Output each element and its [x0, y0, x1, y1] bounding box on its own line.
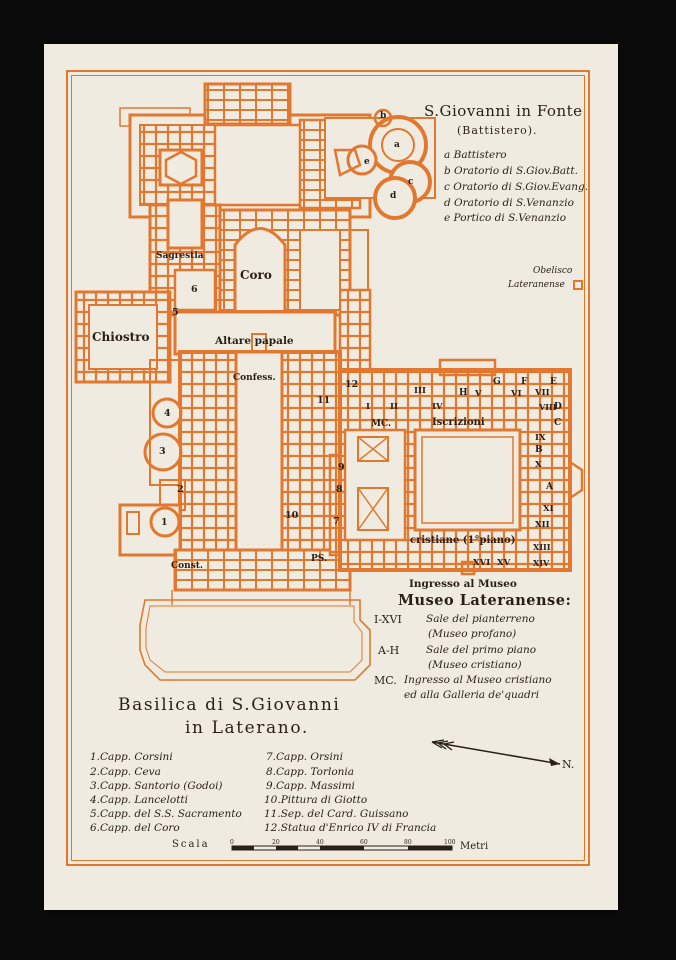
museum-text: Sale del primo piano — [426, 644, 537, 656]
scale-tick: 60 — [360, 839, 368, 846]
museum-note: ed alla Galleria de'quadri — [404, 689, 540, 701]
room-numeral: XII — [535, 520, 550, 530]
room-letter: F — [521, 377, 528, 387]
baptistery-item: d Oratorio di S.Venanzio — [444, 197, 574, 209]
baptistery-item: a Battistero — [444, 149, 507, 161]
room-numeral: I — [366, 402, 370, 412]
chapel-number: 1 — [161, 517, 168, 528]
baptistery-title: S.Giovanni in Fonte — [424, 102, 583, 120]
chapel-number: 2 — [177, 484, 184, 495]
room-ps: PS. — [311, 554, 328, 564]
chapel-list-item: 4.Capp. Lancelotti — [90, 794, 188, 806]
north-label: N. — [562, 758, 575, 771]
room-letter: H — [459, 388, 468, 398]
room-chiostro: Chiostro — [92, 330, 150, 344]
plan-letter-e: e — [364, 157, 370, 167]
room-altare: Altare papale — [215, 335, 294, 347]
room-letter: D — [554, 402, 562, 412]
room-numeral: XIV — [533, 558, 550, 568]
chapel-list-item: 1.Capp. Corsini — [90, 751, 173, 763]
room-numeral: XIII — [533, 542, 551, 552]
chapel-list-item: 10.Pittura di Giotto — [264, 794, 368, 806]
chapel-list-item: 9.Capp. Massimi — [266, 780, 355, 792]
museum-text: Sale del pianterreno — [426, 613, 535, 625]
chapel-number: 6 — [191, 284, 198, 295]
room-coro: Coro — [240, 268, 272, 282]
chapel-number: 9 — [338, 462, 345, 473]
room-mc: MC. — [371, 419, 392, 429]
room-confess: Confess. — [233, 373, 276, 383]
museum-note: (Museo cristiano) — [428, 659, 522, 671]
museum-key: I-XVI — [374, 613, 402, 626]
scale-bar — [231, 845, 453, 851]
room-numeral: VII — [535, 388, 550, 398]
baptistery-subtitle: (Battistero). — [457, 124, 538, 137]
room-numeral: VI — [511, 389, 522, 399]
chapel-list-item: 8.Capp. Torlonia — [266, 766, 355, 778]
chapel-number: 12 — [345, 379, 359, 390]
map-border-inner — [71, 75, 585, 861]
chapel-list-item: 5.Capp. del S.S. Sacramento — [90, 808, 242, 820]
chapel-number: 8 — [336, 484, 343, 495]
obelisk-label: Lateranense — [508, 280, 565, 290]
museum-note: (Museo profano) — [428, 628, 517, 640]
chapel-number: 7 — [333, 516, 340, 527]
basilica-title: in Laterano. — [185, 718, 309, 738]
map-border — [66, 70, 590, 866]
room-numeral: V — [475, 389, 482, 399]
room-numeral: VIII — [539, 402, 557, 412]
chapel-number: 5 — [172, 307, 179, 318]
scale-unit: Metri — [460, 841, 489, 852]
chapel-list-item: 2.Capp. Ceva — [90, 766, 161, 778]
room-letter: B — [535, 445, 543, 455]
scale-tick: 0 — [230, 839, 234, 846]
baptistery-item: b Oratorio di S.Giov.Batt. — [444, 165, 578, 177]
room-cristiane: cristiane (1°piano) — [410, 535, 516, 546]
room-sagrestia: Sagrestia — [156, 251, 204, 261]
chapel-number: 3 — [159, 446, 166, 457]
chapel-number: 10 — [285, 510, 299, 521]
chapel-list-item: 3.Capp. Santorio (Godoi) — [90, 780, 223, 792]
room-letter: A — [546, 482, 553, 492]
room-letter: E — [550, 377, 557, 387]
scale-tick: 100 — [444, 839, 456, 846]
chapel-list-item: 11.Sep. del Card. Guissano — [264, 808, 409, 820]
scale-tick: 40 — [316, 839, 324, 846]
chapel-list-item: 6.Capp. del Coro — [90, 822, 180, 834]
room-numeral: II — [390, 402, 398, 412]
room-numeral: XV — [497, 558, 511, 568]
room-numeral: X — [535, 460, 542, 470]
room-const: Const. — [171, 561, 204, 571]
room-numeral: XI — [543, 504, 554, 514]
scale-tick: 20 — [272, 839, 280, 846]
room-letter: C — [554, 418, 562, 428]
obelisk-label: Obelisco — [533, 266, 573, 276]
baptistery-item: e Portico di S.Venanzio — [444, 212, 567, 224]
basilica-title: Basilica di S.Giovanni — [118, 695, 341, 715]
plan-letter-a: a — [394, 140, 400, 150]
plan-letter-d: d — [390, 191, 397, 201]
museum-key: MC. — [374, 674, 397, 687]
chapel-number: 4 — [164, 408, 171, 419]
room-numeral: XVI — [473, 558, 491, 568]
room-iscrizioni: Iscrizioni — [432, 417, 485, 428]
room-letter: G — [493, 377, 501, 387]
chapel-list-item: 7.Capp. Orsini — [266, 751, 343, 763]
plan-letter-c: c — [408, 177, 414, 187]
museum-title: Museo Lateranense: — [398, 592, 572, 609]
room-numeral: IV — [432, 402, 443, 412]
room-numeral: III — [414, 386, 426, 396]
north-arrow-icon — [431, 739, 561, 766]
plan-letter-b: b — [380, 111, 387, 121]
scale-tick: 80 — [404, 839, 412, 846]
baptistery-item: c Oratorio di S.Giov.Evang. — [444, 181, 589, 193]
room-numeral: IX — [535, 433, 546, 443]
room-ingresso: Ingresso al Museo — [409, 578, 517, 590]
chapel-list-item: 12.Statua d'Enrico IV di Francia — [264, 822, 437, 834]
museum-key: A-H — [378, 644, 400, 657]
chapel-number: 11 — [317, 395, 331, 406]
museum-text: Ingresso al Museo cristiano — [404, 674, 552, 686]
scale-label: Scala — [172, 839, 210, 850]
